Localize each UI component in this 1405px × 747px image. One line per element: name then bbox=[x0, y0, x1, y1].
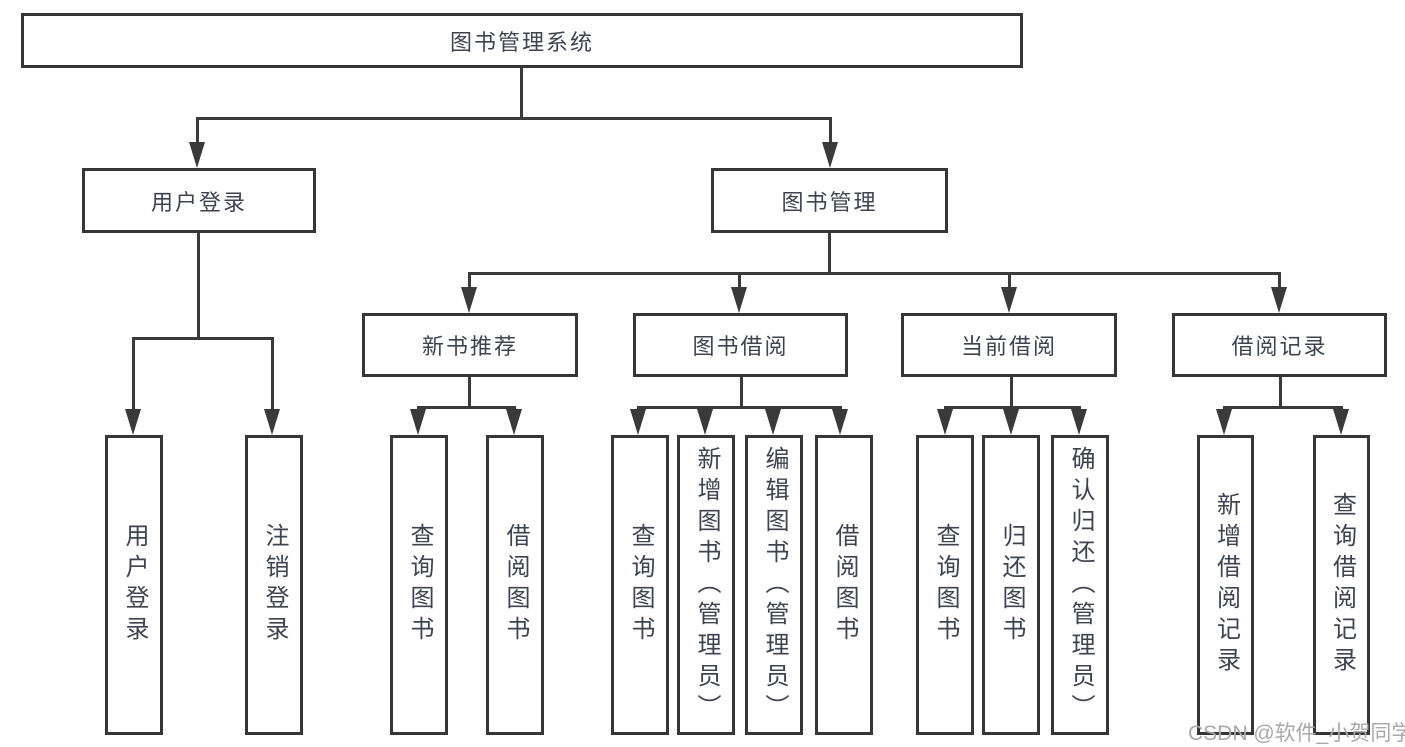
edge-current-borrow-trunk bbox=[1010, 377, 1013, 408]
leaf-nb-query: 查询图书 bbox=[390, 435, 448, 735]
arrow-down-icon bbox=[506, 409, 522, 435]
edge-new-book-trunk bbox=[468, 377, 471, 408]
node-book-borrow: 图书借阅 bbox=[633, 313, 848, 377]
edge-user-login-bus bbox=[132, 337, 273, 340]
arrow-down-icon bbox=[1216, 409, 1232, 435]
arrow-down-icon bbox=[832, 409, 848, 435]
leaf-logout-label: 注销登录 bbox=[261, 523, 288, 647]
edge-to-new-book bbox=[468, 272, 471, 290]
edge-to-borrow-records bbox=[1278, 272, 1281, 290]
arrow-down-icon bbox=[410, 409, 426, 435]
leaf-nb-query-label: 查询图书 bbox=[406, 523, 433, 647]
arrow-down-icon bbox=[937, 409, 953, 435]
node-book-mgmt-label: 图书管理 bbox=[781, 189, 878, 215]
leaf-cb-confirm: 确认归还（管理员） bbox=[1051, 435, 1109, 735]
leaf-cb-confirm-label: 确认归还（管理员） bbox=[1067, 445, 1094, 725]
edge-book-mgmt-bus bbox=[469, 272, 1281, 275]
edge-book-mgmt-trunk bbox=[828, 233, 831, 274]
csdn-watermark: CSDN @软件_小贺同学 bbox=[1188, 722, 1405, 745]
leaf-user-login: 用户登录 bbox=[105, 435, 163, 735]
edge-to-user-login bbox=[196, 117, 199, 145]
leaf-rec-add: 新增借阅记录 bbox=[1197, 435, 1254, 735]
leaf-rec-query: 查询借阅记录 bbox=[1313, 435, 1370, 735]
arrow-down-icon bbox=[1003, 409, 1019, 435]
node-current-borrow-label: 当前借阅 bbox=[960, 334, 1057, 359]
arrow-down-icon bbox=[461, 287, 477, 313]
arrow-down-icon bbox=[125, 409, 141, 435]
node-borrow-records: 借阅记录 bbox=[1172, 313, 1387, 377]
node-new-book-rec: 新书推荐 bbox=[362, 313, 578, 377]
leaf-bb-edit: 编辑图书（管理员） bbox=[745, 435, 803, 735]
leaf-nb-borrow: 借阅图书 bbox=[486, 435, 544, 735]
arrow-down-icon bbox=[1001, 287, 1017, 313]
edge-root-bus bbox=[197, 117, 831, 120]
arrow-down-icon bbox=[697, 409, 713, 435]
arrow-down-icon bbox=[731, 287, 747, 313]
edge-to-book-borrow bbox=[738, 272, 741, 290]
leaf-rec-add-label: 新增借阅记录 bbox=[1212, 492, 1240, 678]
arrow-down-icon bbox=[1333, 409, 1349, 435]
arrow-down-icon bbox=[822, 142, 838, 168]
leaf-bb-add-label: 新增图书（管理员） bbox=[693, 445, 720, 725]
arrow-down-icon bbox=[264, 409, 280, 435]
leaf-bb-edit-label: 编辑图书（管理员） bbox=[761, 445, 788, 725]
leaf-user-login-label: 用户登录 bbox=[121, 523, 148, 647]
leaf-bb-borrow-label: 借阅图书 bbox=[831, 523, 858, 647]
arrow-down-icon bbox=[1071, 409, 1087, 435]
leaf-bb-query-label: 查询图书 bbox=[627, 523, 654, 647]
leaf-bb-query: 查询图书 bbox=[611, 435, 669, 735]
arrow-down-icon bbox=[630, 409, 646, 435]
edge-to-leaf-logout bbox=[271, 337, 274, 412]
edge-to-book-mgmt bbox=[829, 117, 832, 145]
edge-borrow-records-trunk bbox=[1279, 377, 1282, 408]
leaf-cb-return-label: 归还图书 bbox=[998, 523, 1025, 647]
node-current-borrow: 当前借阅 bbox=[901, 313, 1117, 377]
node-user-login: 用户登录 bbox=[82, 168, 316, 233]
arrow-down-icon bbox=[1271, 287, 1287, 313]
node-book-borrow-label: 图书借阅 bbox=[692, 334, 789, 359]
node-root-label: 图书管理系统 bbox=[449, 29, 594, 55]
leaf-bb-borrow: 借阅图书 bbox=[815, 435, 873, 735]
leaf-logout: 注销登录 bbox=[245, 435, 303, 735]
leaf-bb-add: 新增图书（管理员） bbox=[677, 435, 735, 735]
edge-to-current-borrow bbox=[1008, 272, 1011, 290]
arrow-down-icon bbox=[765, 409, 781, 435]
node-new-book-rec-label: 新书推荐 bbox=[421, 334, 518, 359]
edge-user-login-trunk bbox=[197, 233, 200, 339]
edge-borrow-records-bus bbox=[1223, 406, 1343, 409]
edge-to-leaf-user-login bbox=[132, 337, 135, 412]
edge-root-trunk bbox=[520, 68, 523, 118]
leaf-rec-query-label: 查询借阅记录 bbox=[1328, 492, 1356, 678]
leaf-cb-return: 归还图书 bbox=[982, 435, 1040, 735]
node-root: 图书管理系统 bbox=[21, 13, 1023, 68]
arrow-down-icon bbox=[189, 142, 205, 168]
node-borrow-records-label: 借阅记录 bbox=[1231, 334, 1328, 359]
edge-book-borrow-trunk bbox=[740, 377, 743, 408]
node-book-mgmt: 图书管理 bbox=[711, 168, 948, 233]
leaf-cb-query: 查询图书 bbox=[916, 435, 974, 735]
node-user-login-label: 用户登录 bbox=[150, 189, 247, 215]
leaf-nb-borrow-label: 借阅图书 bbox=[502, 523, 529, 647]
leaf-cb-query-label: 查询图书 bbox=[932, 523, 959, 647]
edge-book-borrow-bus bbox=[637, 406, 841, 409]
edge-new-book-bus bbox=[417, 406, 516, 409]
